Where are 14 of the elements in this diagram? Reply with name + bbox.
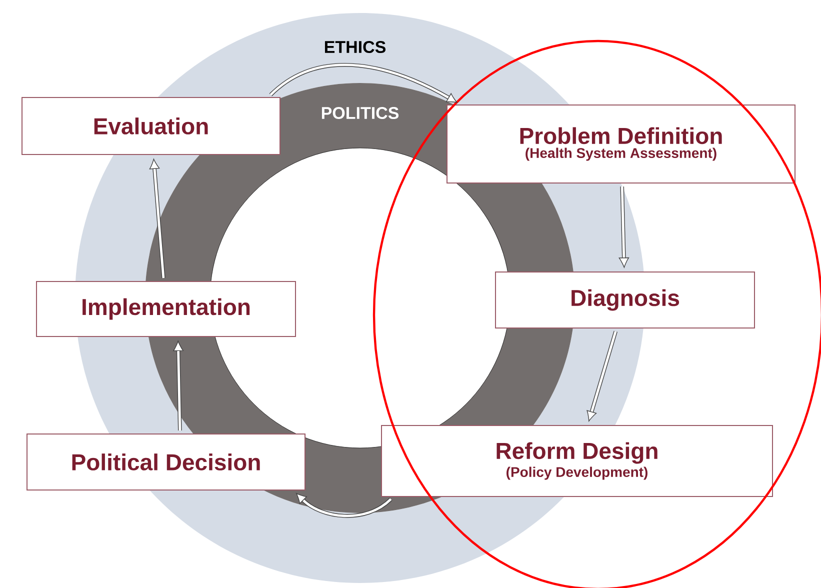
arrow bbox=[296, 493, 392, 518]
stage-box: Evaluation bbox=[22, 97, 280, 155]
arrow bbox=[618, 186, 630, 268]
arrow bbox=[149, 158, 166, 278]
stage-box: Diagnosis bbox=[495, 272, 755, 328]
stage-box: Implementation bbox=[36, 281, 296, 337]
arrow bbox=[586, 330, 618, 422]
stage-box: Political Decision bbox=[26, 434, 306, 490]
arrow bbox=[173, 340, 184, 431]
arrow bbox=[269, 63, 458, 103]
ring-label: ETHICS bbox=[324, 40, 386, 54]
stage-box: Problem Definition (Health System Assessment) bbox=[446, 104, 796, 184]
stage-box: Reform Design (Policy Development) bbox=[381, 425, 773, 497]
ring-label: POLITICS bbox=[322, 106, 399, 120]
